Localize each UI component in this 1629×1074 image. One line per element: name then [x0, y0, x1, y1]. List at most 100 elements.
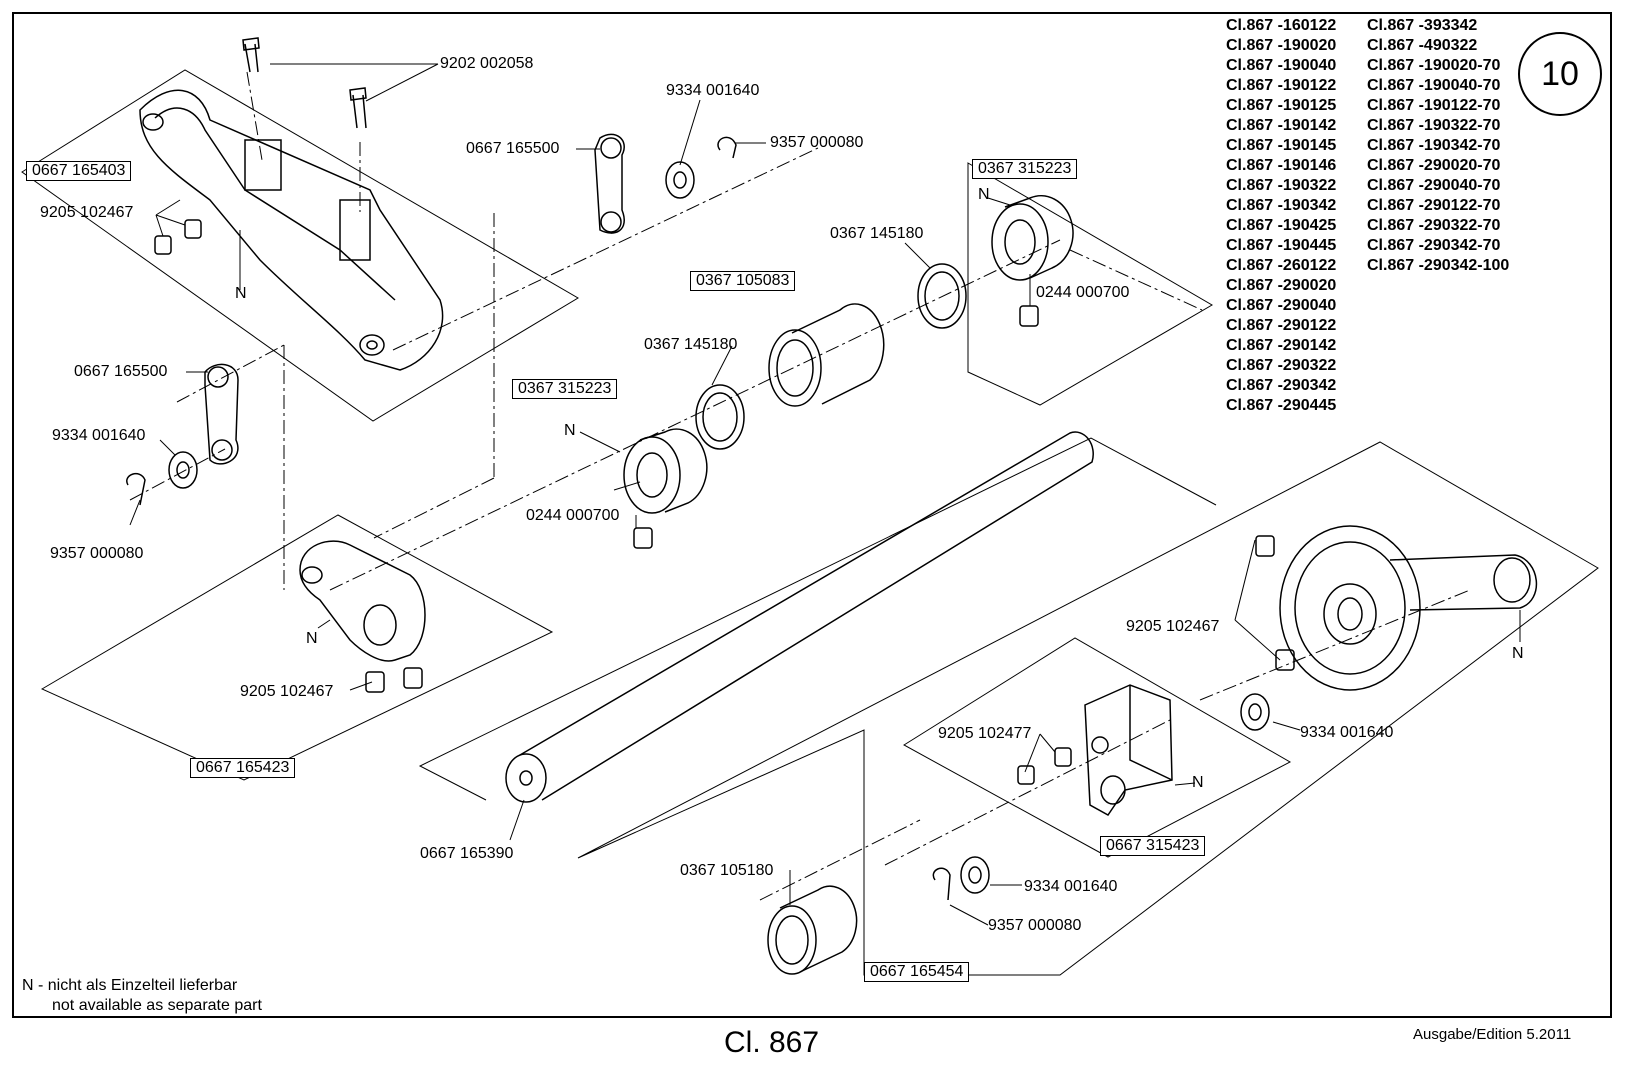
model-item: Cl.867 -290122-70	[1367, 197, 1501, 214]
part-box-label: 0367 105083	[690, 271, 796, 291]
model-item: Cl.867 -190122-70	[1367, 97, 1501, 114]
crank-group-outline	[40, 514, 554, 781]
bushing-top-part	[768, 303, 885, 407]
washer-left	[168, 451, 198, 489]
model-item: Cl.867 -190145	[1226, 137, 1337, 154]
part-label: 9357 000080	[50, 545, 144, 562]
n-marker: N	[564, 422, 576, 439]
part-label: 9357 000080	[770, 134, 864, 151]
model-item: Cl.867 -190040-70	[1367, 77, 1501, 94]
model-item: Cl.867 -190040	[1226, 57, 1337, 74]
model-item: Cl.867 -290020-70	[1367, 157, 1501, 174]
clip-left	[126, 472, 146, 506]
set-screws-bracket	[154, 219, 202, 255]
washer-top	[665, 161, 695, 199]
edition-label: Ausgabe/Edition 5.2011	[1413, 1026, 1572, 1043]
part-label: 0367 145180	[830, 225, 924, 242]
crank-part	[299, 540, 426, 693]
block-part	[1017, 684, 1173, 816]
model-item: Cl.867 -160122	[1226, 17, 1337, 34]
block-group-outline	[903, 637, 1292, 858]
part-box-label: 0367 315223	[972, 159, 1078, 179]
part-box-label: 0667 165403	[26, 161, 132, 181]
group-outlines	[21, 69, 1599, 976]
part-label: 0667 165390	[420, 845, 514, 862]
n-marker: N	[306, 630, 318, 647]
footnote-line-german: N - nicht als Einzelteil lieferbar	[22, 977, 238, 994]
drawing-frame	[12, 12, 1612, 1018]
assembly-group-outline	[577, 441, 1599, 976]
model-item: Cl.867 -190322-70	[1367, 117, 1501, 134]
link-left-part	[204, 363, 239, 465]
bearing-right-outline	[967, 162, 1213, 406]
part-label: 0367 105180	[680, 862, 774, 879]
model-item: Cl.867 -290142	[1226, 337, 1337, 354]
part-label: 9202 002058	[440, 55, 534, 72]
part-label: 0367 145180	[644, 336, 738, 353]
n-marker: N	[978, 186, 990, 203]
part-label: 9205 102467	[40, 204, 134, 221]
model-item: Cl.867 -190020-70	[1367, 57, 1501, 74]
model-item: Cl.867 -190322	[1226, 177, 1337, 194]
bushing-bottom-part	[767, 885, 858, 975]
part-box-label: 0667 315423	[1100, 836, 1206, 856]
bearing-right-part	[991, 195, 1074, 327]
part-label: 9334 001640	[1300, 724, 1394, 741]
part-box-label: 0367 315223	[512, 379, 618, 399]
part-label: 9205 102467	[1126, 618, 1220, 635]
bracket-group-outline	[21, 69, 579, 422]
part-box-label: 0667 165454	[864, 962, 970, 982]
model-item: Cl.867 -190445	[1226, 237, 1337, 254]
n-marker: N	[1192, 774, 1204, 791]
part-label: 0244 000700	[1036, 284, 1130, 301]
ring-right	[917, 263, 967, 329]
shaft-group-outline	[418, 437, 1217, 801]
model-item: Cl.867 -490322	[1367, 37, 1478, 54]
model-item: Cl.867 -190425	[1226, 217, 1337, 234]
model-item: Cl.867 -190125	[1226, 97, 1337, 114]
model-list-col1: Cl.867 -160122 Cl.867 -190020 Cl.867 -19…	[1226, 16, 1336, 416]
model-item: Cl.867 -290322	[1226, 357, 1337, 374]
model-list-col2: Cl.867 -393342 Cl.867 -490322 Cl.867 -19…	[1367, 16, 1509, 276]
model-item: Cl.867 -290122	[1226, 317, 1337, 334]
n-marker: N	[235, 285, 247, 302]
model-item: Cl.867 -393342	[1367, 17, 1478, 34]
washer-lever	[1240, 693, 1270, 731]
clip-bottom	[932, 867, 951, 901]
model-item: Cl.867 -190020	[1226, 37, 1337, 54]
page-number-circle: 10	[1518, 32, 1602, 116]
part-label: 9205 102467	[240, 683, 334, 700]
part-label: 9334 001640	[52, 427, 146, 444]
part-label: 9205 102477	[938, 725, 1032, 742]
footnote: N - nicht als Einzelteil lieferbar not a…	[22, 976, 262, 1016]
model-item: Cl.867 -290322-70	[1367, 217, 1501, 234]
part-label: 0244 000700	[526, 507, 620, 524]
part-label: 0667 165500	[74, 363, 168, 380]
model-item: Cl.867 -190342	[1226, 197, 1337, 214]
page-title: Cl. 867	[724, 1026, 820, 1059]
bearing-mid-part	[623, 428, 708, 549]
shaft-part	[505, 431, 1094, 803]
model-item: Cl.867 -190122	[1226, 77, 1337, 94]
model-item: Cl.867 -190146	[1226, 157, 1337, 174]
model-item: Cl.867 -290040-70	[1367, 177, 1501, 194]
model-item: Cl.867 -290342	[1226, 377, 1337, 394]
model-item: Cl.867 -290342-100	[1367, 257, 1510, 274]
part-label: 9334 001640	[666, 82, 760, 99]
model-item: Cl.867 -290040	[1226, 297, 1337, 314]
model-item: Cl.867 -290445	[1226, 397, 1337, 414]
footnote-line-english: not available as separate part	[52, 997, 262, 1014]
bracket-part	[139, 37, 444, 371]
model-item: Cl.867 -260122	[1226, 257, 1337, 274]
center-lines	[129, 71, 1471, 901]
n-marker: N	[1512, 645, 1524, 662]
clip-top	[717, 136, 737, 159]
model-item: Cl.867 -290342-70	[1367, 237, 1501, 254]
part-label: 9334 001640	[1024, 878, 1118, 895]
model-item: Cl.867 -190342-70	[1367, 137, 1501, 154]
leader-lines	[129, 63, 1521, 926]
model-item: Cl.867 -190142	[1226, 117, 1337, 134]
washer-bottom	[960, 856, 990, 894]
part-label: 9357 000080	[988, 917, 1082, 934]
